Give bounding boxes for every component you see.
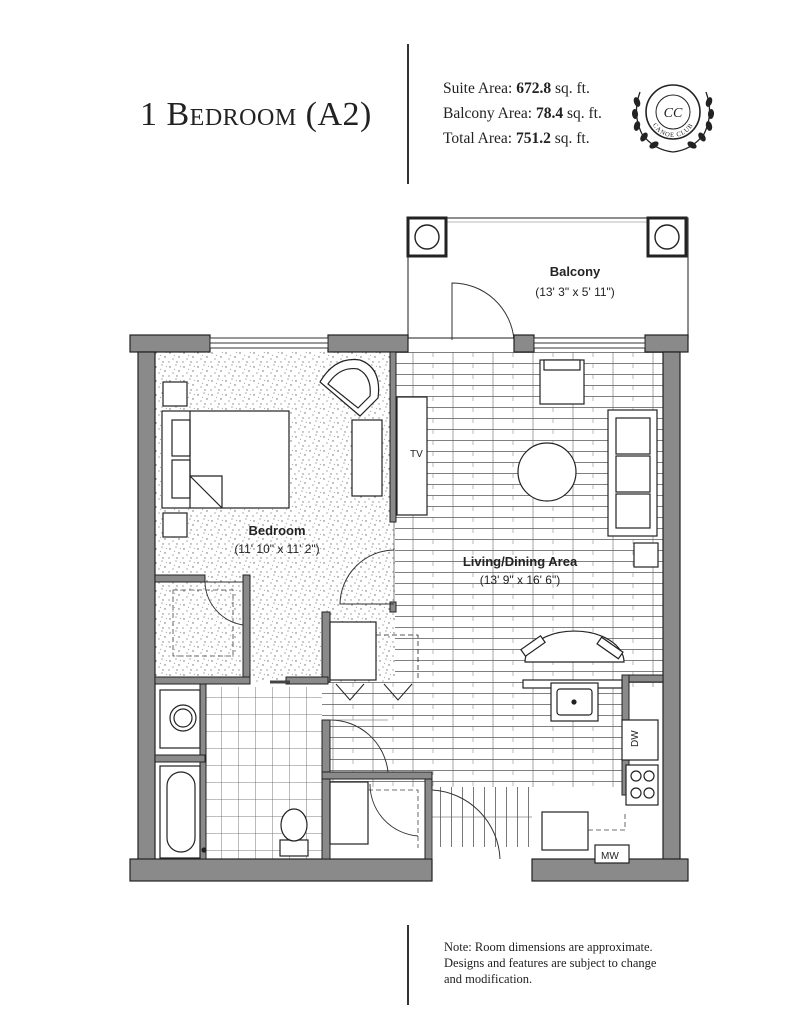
- end-table: [633, 542, 659, 568]
- balcony: Balcony (13' 3" x 5' 11"): [406, 216, 689, 341]
- total-area-row: Total Area: 751.2 sq. ft.: [443, 130, 590, 147]
- living-furniture: [396, 359, 659, 663]
- toilet: [279, 808, 309, 857]
- bedroom-label: Bedroom: [248, 523, 305, 538]
- balcony-dimensions: (13' 3" x 5' 11"): [535, 285, 615, 299]
- microwave-label: MW: [601, 851, 619, 862]
- storage-closet: [329, 621, 419, 681]
- closet-shelf: [172, 589, 234, 657]
- bifold-doors: [335, 683, 413, 701]
- bathroom-door: [329, 719, 389, 773]
- closet-door: [204, 581, 244, 626]
- tv-label: TV: [410, 449, 423, 460]
- kitchen: [522, 679, 659, 864]
- suite-area-row: Suite Area: 672.8 sq. ft.: [443, 80, 590, 97]
- bedroom-furniture: [161, 358, 383, 538]
- sofa: [607, 409, 658, 537]
- footer-divider: [407, 925, 409, 1005]
- dining-table: [520, 630, 625, 663]
- header-divider: [407, 44, 409, 184]
- bathtub: [159, 765, 207, 859]
- armchair: [319, 358, 380, 417]
- vanity-sink: [159, 689, 201, 749]
- area-summary: Suite Area: 672.8 sq. ft. Balcony Area: …: [443, 76, 602, 151]
- nightstand-bottom: [162, 512, 188, 538]
- lounge-chair: [539, 359, 585, 405]
- balcony-door: [451, 282, 515, 341]
- fridge: [541, 811, 589, 851]
- windows: [209, 337, 646, 349]
- dishwasher: [621, 719, 659, 761]
- microwave: [594, 844, 630, 864]
- dishwasher-label: DW: [630, 730, 641, 747]
- balcony-planter-right: [646, 216, 688, 258]
- canoe-club-logo: CC CANOE CLUB: [631, 84, 715, 153]
- dresser: [351, 419, 383, 497]
- balcony-planter-left: [406, 216, 448, 258]
- page-title: 1 Bedroom (A2): [140, 96, 372, 133]
- bathroom-fixtures: [159, 689, 309, 859]
- living-label: Living/Dining Area: [463, 554, 578, 569]
- entry-closet-door: [369, 783, 419, 837]
- coffee-table: [517, 442, 577, 502]
- bedroom-dimensions: (11' 10" x 11' 2"): [234, 542, 319, 556]
- bedroom-door: [339, 549, 395, 605]
- nightstand-top: [162, 381, 188, 407]
- exterior-walls: [129, 334, 689, 882]
- balcony-label: Balcony: [550, 264, 601, 279]
- stove: [625, 764, 659, 806]
- entry-closet: [329, 781, 369, 845]
- front-door: [431, 789, 501, 860]
- living-dimensions: (13' 9" x 16' 6"): [480, 573, 560, 587]
- balcony-area-row: Balcony Area: 78.4 sq. ft.: [443, 105, 602, 122]
- bed: [161, 410, 290, 509]
- entry-floor: [432, 787, 532, 847]
- disclaimer-note: Note: Room dimensions are approximate. D…: [444, 940, 657, 986]
- tv-unit: [396, 396, 428, 516]
- logo-monogram: CC: [664, 106, 683, 121]
